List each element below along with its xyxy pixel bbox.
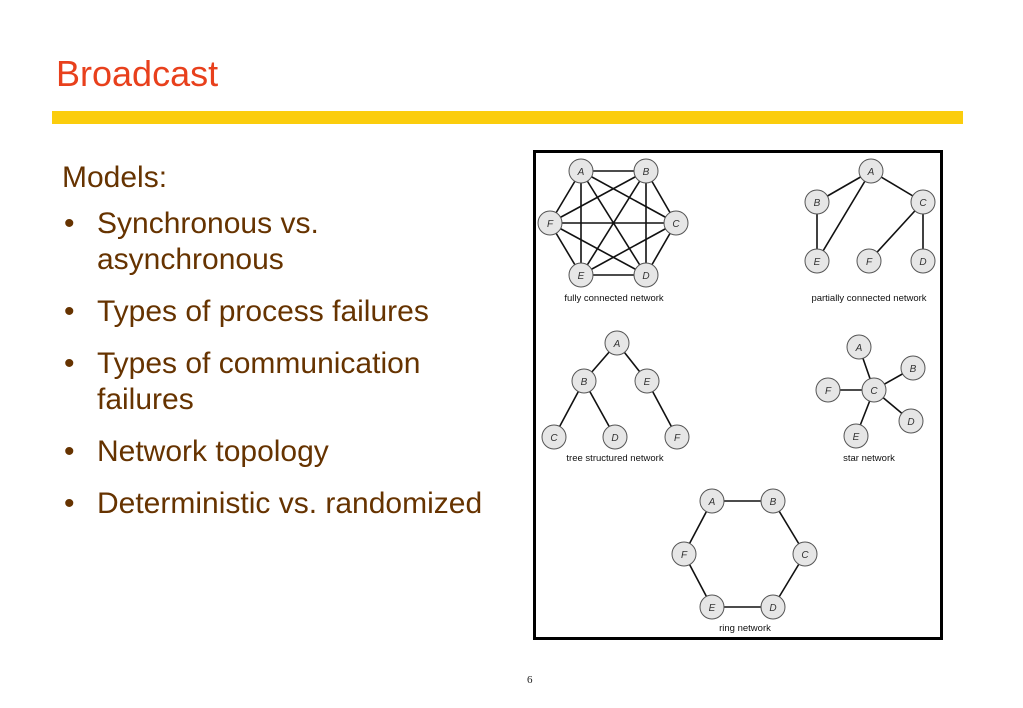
node-E <box>634 368 660 394</box>
node-C <box>861 377 887 403</box>
network-caption: tree structured network <box>566 453 663 464</box>
bullet-list: • Synchronous vs. asynchronous • Types of … <box>62 206 502 522</box>
node-label: B <box>814 198 821 209</box>
node-E <box>568 262 594 288</box>
node-label: E <box>853 432 860 443</box>
bullet-item: • Synchronous vs. asynchronous <box>62 206 502 278</box>
node-label: D <box>642 271 649 282</box>
node-E <box>804 248 830 274</box>
bullet-marker: • <box>64 435 75 468</box>
node-F <box>815 377 841 403</box>
network-caption: star network <box>843 453 895 464</box>
node-label: C <box>550 433 558 444</box>
node-label: D <box>611 433 618 444</box>
node-D <box>898 408 924 434</box>
bullet-text: Deterministic vs. randomized <box>97 487 483 520</box>
node-B <box>760 488 786 514</box>
edge-D-F <box>549 222 647 276</box>
models-heading: Models: <box>62 161 168 194</box>
network-caption: fully connected network <box>564 293 664 304</box>
title-underline-rule <box>52 111 963 124</box>
node-C <box>792 541 818 567</box>
node-label: A <box>867 167 875 178</box>
bullet-marker: • <box>64 295 75 328</box>
node-F <box>671 541 697 567</box>
node-C <box>541 424 567 450</box>
node-label: B <box>910 364 917 375</box>
node-D <box>602 424 628 450</box>
node-E <box>843 423 869 449</box>
node-label: F <box>866 257 873 268</box>
edge-A-E <box>816 170 872 262</box>
node-label: E <box>709 603 716 614</box>
slide-body: Models: • Synchronous vs. asynchronous • T… <box>62 160 502 538</box>
bullet-item: • Network topology <box>62 434 502 470</box>
bullet-text: Network topology <box>97 435 329 468</box>
node-D <box>760 594 786 620</box>
node-label: A <box>708 497 716 508</box>
node-label: D <box>919 257 926 268</box>
node-label: D <box>769 603 776 614</box>
node-label: E <box>644 377 651 388</box>
edge-C-F <box>868 201 924 262</box>
node-B <box>804 189 830 215</box>
edge-C-E <box>580 222 677 276</box>
node-label: F <box>681 550 688 561</box>
node-label: C <box>672 219 680 230</box>
node-F <box>664 424 690 450</box>
node-label: A <box>855 343 863 354</box>
slide-title: Broadcast <box>56 53 219 94</box>
node-F <box>537 210 563 236</box>
node-label: C <box>801 550 809 561</box>
node-B <box>633 158 659 184</box>
node-B <box>571 368 597 394</box>
edge-A-C <box>580 170 677 224</box>
network-caption: ring network <box>719 623 771 634</box>
bullet-marker: • <box>64 207 75 240</box>
edge-B-F <box>549 170 647 224</box>
bullet-item: • Deterministic vs. randomized <box>62 486 502 522</box>
node-label: C <box>919 198 927 209</box>
node-B <box>900 355 926 381</box>
node-label: B <box>581 377 588 388</box>
bullet-marker: • <box>64 487 75 520</box>
node-label: B <box>643 167 650 178</box>
network-caption: partially connected network <box>811 293 926 304</box>
node-label: C <box>870 386 878 397</box>
node-A <box>568 158 594 184</box>
node-D <box>633 262 659 288</box>
node-label: F <box>547 219 554 230</box>
bullet-text: Types of process failures <box>97 295 429 328</box>
node-label: E <box>814 257 821 268</box>
bullet-text: Types of communication failures <box>97 347 421 416</box>
bullet-marker: • <box>64 347 75 380</box>
page-number: 6 <box>527 674 533 686</box>
node-F <box>856 248 882 274</box>
node-D <box>910 248 936 274</box>
node-label: F <box>825 386 832 397</box>
bullet-text: Synchronous vs. asynchronous <box>97 207 319 276</box>
node-label: F <box>674 433 681 444</box>
node-label: A <box>613 339 621 350</box>
node-A <box>604 330 630 356</box>
node-A <box>699 488 725 514</box>
bullet-item: • Types of communication failures <box>62 346 502 418</box>
node-A <box>858 158 884 184</box>
node-label: D <box>907 417 914 428</box>
node-C <box>910 189 936 215</box>
node-E <box>699 594 725 620</box>
node-label: E <box>578 271 585 282</box>
node-C <box>663 210 689 236</box>
bullet-item: • Types of process failures <box>62 294 502 330</box>
node-label: B <box>770 497 777 508</box>
node-A <box>846 334 872 360</box>
node-label: A <box>577 167 585 178</box>
